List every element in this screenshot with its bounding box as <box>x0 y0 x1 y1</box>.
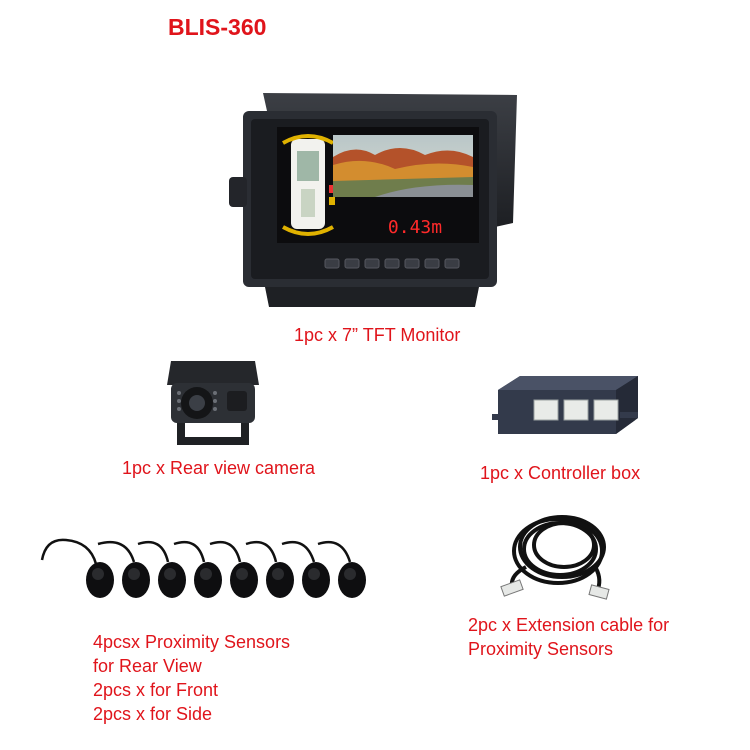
sensors-line-3: 2pcs x for Front <box>93 680 219 700</box>
product-title: BLIS-360 <box>168 14 267 40</box>
monitor-image: 0.43m <box>229 93 517 307</box>
monitor-label: 1pc x 7” TFT Monitor <box>294 325 461 345</box>
sensors-line-4: 2pcs x for Side <box>93 704 213 724</box>
cable-line-1: 2pc x Extension cable for <box>468 615 670 635</box>
controller-box-image <box>492 376 638 434</box>
monitor-buttons <box>324 258 460 269</box>
camera-image <box>167 361 259 445</box>
distance-readout: 0.43m <box>388 217 442 238</box>
controller-label: 1pc x Controller box <box>480 463 641 483</box>
extension-cable-image <box>500 515 610 600</box>
cable-line-2: Proximity Sensors <box>468 639 614 659</box>
sensor-row <box>86 562 366 598</box>
sensors-label: 4pcsx Proximity Sensors for Rear View 2p… <box>93 630 290 726</box>
cable-label: 2pc x Extension cable for Proximity Sens… <box>468 613 669 661</box>
sensors-line-2: for Rear View <box>93 656 202 676</box>
sensors-line-1: 4pcsx Proximity Sensors <box>93 632 291 652</box>
camera-label: 1pc x Rear view camera <box>122 458 316 478</box>
proximity-sensors-image <box>40 538 366 598</box>
